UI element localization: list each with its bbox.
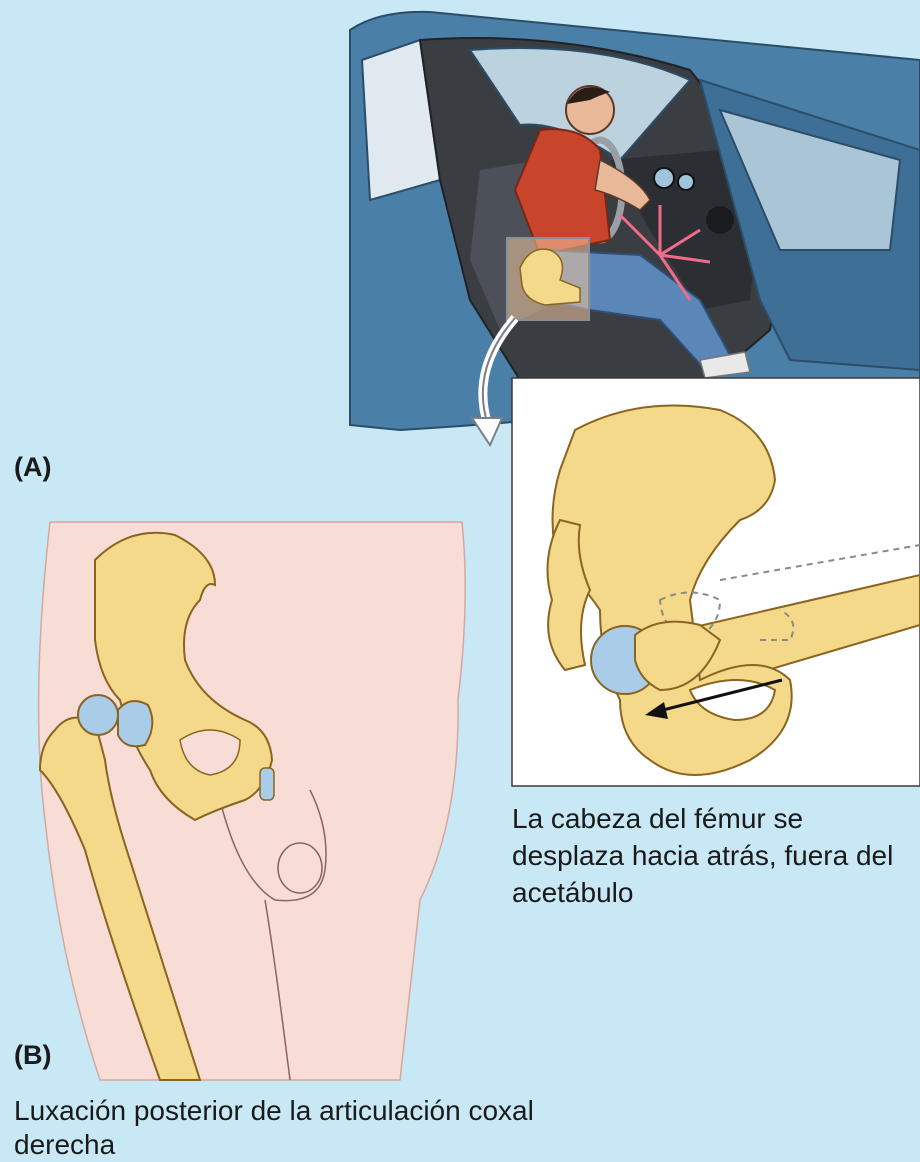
panel-b-label: (B) [14,1040,51,1071]
panel-a-caption: La cabeza del fémur se desplaza hacia at… [512,800,912,911]
zoom-arrowhead [472,418,502,445]
knob-icon [706,206,734,234]
inset-panel-a [512,378,920,786]
panel-a-label: (A) [14,452,51,483]
panel-b-illustration [39,522,466,1080]
acetabulum [118,701,152,746]
gauge-icon [678,174,694,190]
pubic-symphysis [260,768,274,800]
panel-b-caption: Luxación posterior de la articulación co… [14,1094,534,1162]
gauge-icon [654,168,674,188]
femoral-head-b [78,695,118,735]
